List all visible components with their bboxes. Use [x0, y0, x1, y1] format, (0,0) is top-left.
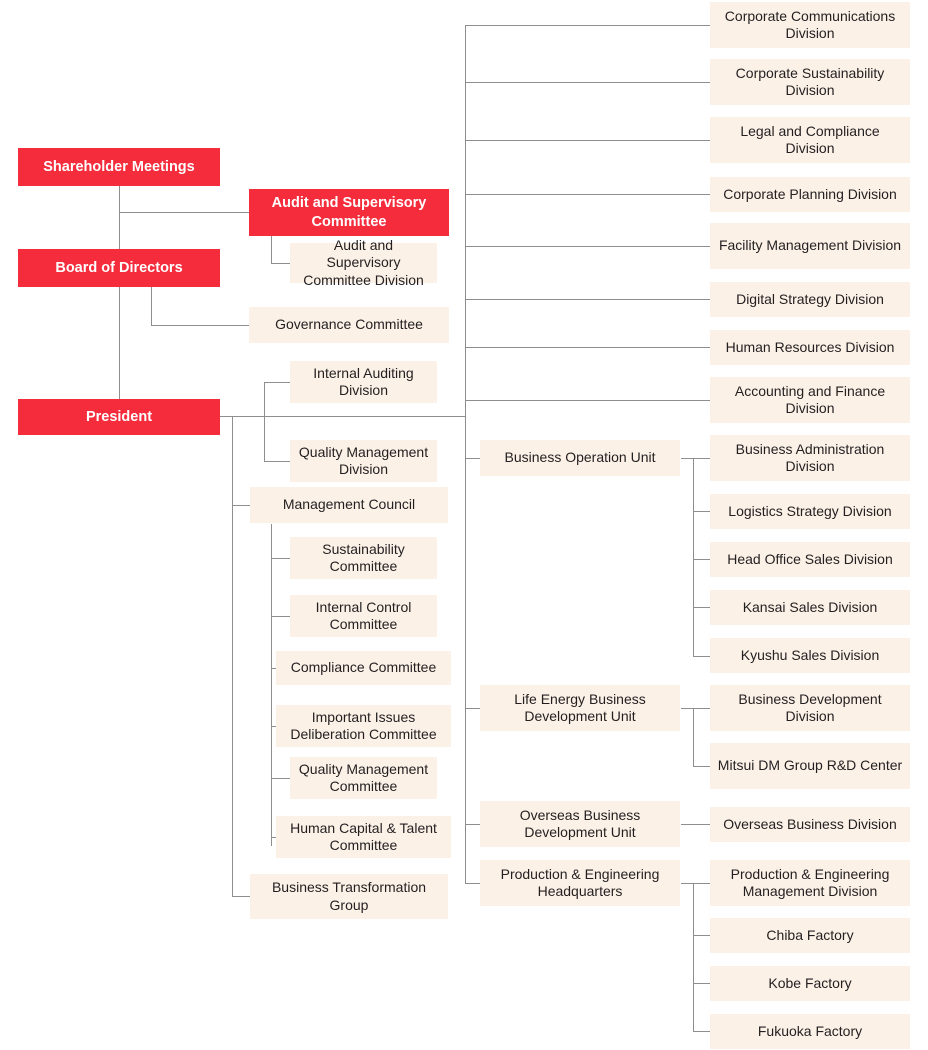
node-business-administration-division[interactable]: Business Administration Division: [710, 435, 910, 481]
connector-bou-child-1: [693, 511, 710, 512]
connector-president-left-spine: [232, 416, 233, 896]
node-legal-and-compliance-division[interactable]: Legal and Compliance Division: [710, 117, 910, 163]
node-kobe-factory[interactable]: Kobe Factory: [710, 966, 910, 1001]
connector-unit-1: [465, 708, 490, 709]
connector-lebd-child-1: [693, 766, 710, 767]
connector-board-to-governance: [151, 325, 250, 326]
connector-bou-child-4: [693, 656, 710, 657]
node-kyushu-sales-division[interactable]: Kyushu Sales Division: [710, 638, 910, 673]
node-board-of-directors[interactable]: Board of Directors: [18, 249, 220, 287]
node-production-engineering-headquarters[interactable]: Production & Engineering Headquarters: [480, 860, 680, 906]
connector-bou-spine: [693, 458, 694, 656]
connector-bou-stem: [681, 458, 710, 459]
connector-to-business-transformation: [232, 896, 250, 897]
connector-president-audit-quality-spine: [264, 382, 265, 462]
connector-to-quality-management-division: [264, 461, 290, 462]
node-kansai-sales-division[interactable]: Kansai Sales Division: [710, 590, 910, 625]
connector-pehq-child-2: [693, 983, 710, 984]
node-committee-sustainability[interactable]: Sustainability Committee: [290, 537, 437, 579]
node-logistics-strategy-division[interactable]: Logistics Strategy Division: [710, 494, 910, 529]
connector-bou-child-2: [693, 559, 710, 560]
connector-shareholder-to-audit: [119, 212, 250, 213]
node-mitsui-dm-group-rd-center[interactable]: Mitsui DM Group R&D Center: [710, 743, 910, 789]
node-corporate-planning-division[interactable]: Corporate Planning Division: [710, 177, 910, 212]
connector-corp-div-3: [465, 194, 710, 195]
connector-pehq-child-1: [693, 935, 710, 936]
node-human-resources-division[interactable]: Human Resources Division: [710, 330, 910, 365]
connector-audit-to-division: [271, 263, 290, 264]
node-facility-management-division[interactable]: Facility Management Division: [710, 223, 910, 269]
connector-management-council-spine: [271, 524, 272, 846]
node-fukuoka-factory[interactable]: Fukuoka Factory: [710, 1014, 910, 1049]
node-business-transformation-group[interactable]: Business Transformation Group: [250, 874, 448, 919]
node-business-operation-unit[interactable]: Business Operation Unit: [480, 440, 680, 476]
connector-mc-child-4: [271, 778, 290, 779]
connector-unit-3: [465, 883, 490, 884]
node-overseas-business-division[interactable]: Overseas Business Division: [710, 807, 910, 842]
node-governance-committee[interactable]: Governance Committee: [249, 307, 449, 343]
connector-audit-to-division-vertical: [271, 236, 272, 263]
node-quality-management-division[interactable]: Quality Management Division: [290, 440, 437, 482]
connector-lebd-stem: [681, 708, 710, 709]
connector-president-main: [219, 416, 465, 417]
connector-lebd-spine: [693, 708, 694, 766]
connector-bou-child-3: [693, 607, 710, 608]
connector-pehq-child-3: [693, 1031, 710, 1032]
node-overseas-business-development-unit[interactable]: Overseas Business Development Unit: [480, 801, 680, 847]
node-head-office-sales-division[interactable]: Head Office Sales Division: [710, 542, 910, 577]
node-life-energy-business-development-unit[interactable]: Life Energy Business Development Unit: [480, 685, 680, 731]
node-corporate-communications-division[interactable]: Corporate Communications Division: [710, 2, 910, 48]
node-shareholder-meetings[interactable]: Shareholder Meetings: [18, 148, 220, 186]
node-corporate-sustainability-division[interactable]: Corporate Sustainability Division: [710, 59, 910, 105]
connector-corp-div-5: [465, 299, 710, 300]
connector-pehq-stem: [681, 883, 710, 884]
connector-mc-child-1: [271, 616, 290, 617]
node-audit-supervisory-committee-division[interactable]: Audit and Supervisory Committee Division: [290, 237, 437, 288]
node-audit-supervisory-committee[interactable]: Audit and Supervisory Committee: [249, 189, 449, 236]
connector-corp-div-0: [465, 25, 710, 26]
node-committee-important-issues-deliberation[interactable]: Important Issues Deliberation Committee: [276, 705, 451, 747]
node-accounting-and-finance-division[interactable]: Accounting and Finance Division: [710, 377, 910, 423]
connector-to-internal-auditing: [264, 382, 290, 383]
connector-corp-div-6: [465, 347, 710, 348]
connector-mc-child-0: [271, 558, 290, 559]
connector-corp-div-1: [465, 82, 710, 83]
node-internal-auditing-division[interactable]: Internal Auditing Division: [290, 361, 437, 403]
connector-corp-div-2: [465, 140, 710, 141]
connector-right-main-trunk: [465, 25, 466, 883]
connector-shareholder-to-president: [119, 186, 120, 417]
connector-obd-child-0: [681, 824, 710, 825]
connector-unit-0: [465, 458, 490, 459]
connector-corp-div-4: [465, 246, 710, 247]
node-production-engineering-management-division[interactable]: Production & Engineering Management Divi…: [710, 860, 910, 906]
connector-board-branch-vertical: [151, 287, 152, 326]
connector-pehq-spine: [693, 883, 694, 1031]
node-committee-internal-control[interactable]: Internal Control Committee: [290, 595, 437, 637]
node-management-council[interactable]: Management Council: [250, 487, 448, 523]
connector-unit-2: [465, 824, 490, 825]
node-chiba-factory[interactable]: Chiba Factory: [710, 918, 910, 953]
node-committee-compliance[interactable]: Compliance Committee: [276, 651, 451, 685]
connector-to-management-council: [232, 505, 250, 506]
node-business-development-division[interactable]: Business Development Division: [710, 685, 910, 731]
node-digital-strategy-division[interactable]: Digital Strategy Division: [710, 282, 910, 317]
connector-corp-div-7: [465, 400, 710, 401]
node-committee-quality-management[interactable]: Quality Management Committee: [290, 757, 437, 799]
node-president[interactable]: President: [18, 399, 220, 435]
node-committee-human-capital-talent[interactable]: Human Capital & Talent Committee: [276, 816, 451, 858]
